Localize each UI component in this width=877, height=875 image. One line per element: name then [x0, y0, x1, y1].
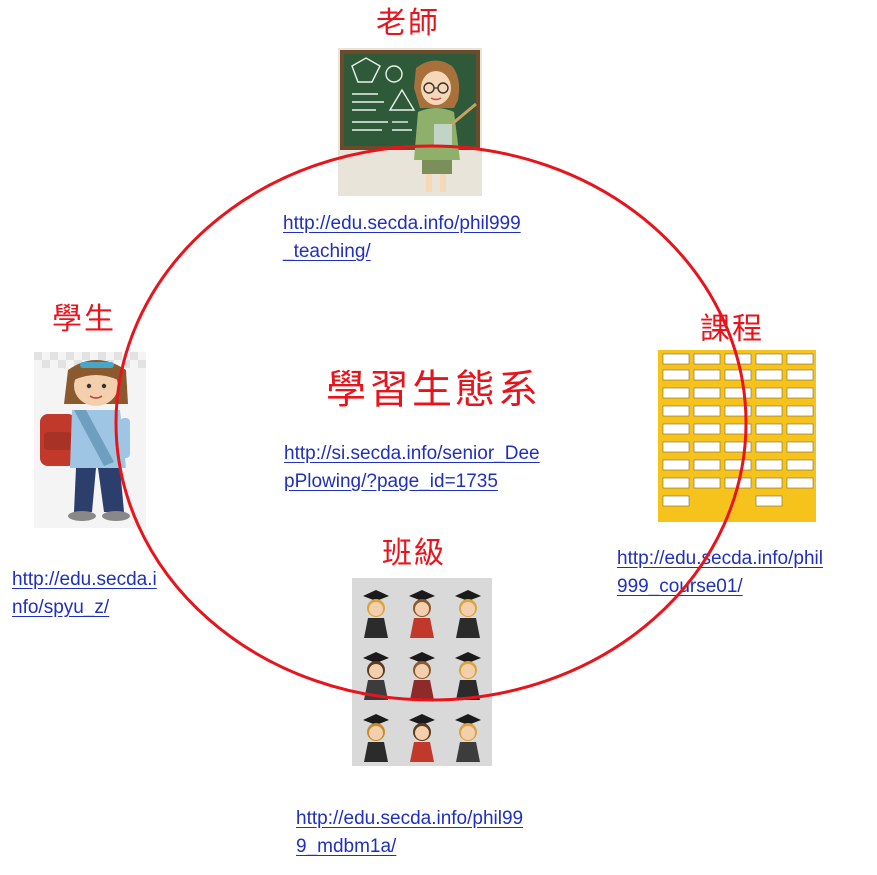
course-cell [786, 477, 814, 489]
course-cell [755, 387, 783, 399]
graduate-figure [363, 590, 389, 638]
teacher-link-line1: http://edu.secda.info/phil999 [283, 213, 521, 234]
course-cell [724, 387, 752, 399]
course-cell [662, 423, 690, 435]
course-cell [724, 369, 752, 381]
course-cell [724, 353, 752, 365]
center-link-line1: http://si.secda.info/senior_Dee [284, 443, 540, 464]
course-cell [786, 369, 814, 381]
course-cell [662, 495, 690, 507]
course-cell [662, 353, 690, 365]
course-cell [786, 387, 814, 399]
course-cell [786, 441, 814, 453]
course-label: 課程 [700, 312, 764, 347]
course-cell [662, 477, 690, 489]
teacher-label: 老師 [376, 6, 440, 41]
course-cell [693, 353, 721, 365]
student-link-line1: http://edu.secda.i [12, 569, 157, 590]
class-link[interactable]: http://edu.secda.info/phil99 9_mdbm1a/ [296, 805, 523, 861]
course-cell [755, 423, 783, 435]
course-cell [786, 423, 814, 435]
course-cell [693, 405, 721, 417]
class-link-line1: http://edu.secda.info/phil99 [296, 808, 524, 829]
course-cell [786, 459, 814, 471]
course-link-line1: http://edu.secda.info/phil [617, 548, 823, 569]
course-cell [755, 369, 783, 381]
course-cell [662, 369, 690, 381]
class-label: 班級 [382, 536, 446, 571]
graduate-figure [409, 652, 435, 700]
graduate-figure [455, 590, 481, 638]
course-cell [724, 477, 752, 489]
course-cell [693, 369, 721, 381]
course-cell [786, 353, 814, 365]
course-cell [693, 459, 721, 471]
course-cell [724, 441, 752, 453]
course-cell [755, 441, 783, 453]
course-cell [755, 405, 783, 417]
course-cell [693, 387, 721, 399]
course-cell [662, 441, 690, 453]
student-label: 學生 [52, 302, 116, 337]
course-cell [662, 387, 690, 399]
center-title: 學習生態系 [326, 367, 541, 413]
course-cell [693, 423, 721, 435]
course-cell [662, 459, 690, 471]
course-cell [693, 477, 721, 489]
graduate-figure [455, 714, 481, 762]
course-cell [724, 405, 752, 417]
course-link[interactable]: http://edu.secda.info/phil 999_course01/ [617, 545, 823, 601]
graduate-figure [363, 714, 389, 762]
teacher-link[interactable]: http://edu.secda.info/phil999 _teaching/ [283, 210, 521, 266]
course-cell [693, 441, 721, 453]
course-cell [755, 477, 783, 489]
student-link-line2: nfo/spyu_z/ [12, 597, 110, 618]
course-cell [662, 405, 690, 417]
center-link-line2: pPlowing/?page_id=1735 [284, 471, 498, 492]
course-cell [755, 495, 783, 507]
class-link-line2: 9_mdbm1a/ [296, 836, 397, 857]
student-link[interactable]: http://edu.secda.i nfo/spyu_z/ [12, 566, 157, 622]
center-link[interactable]: http://si.secda.info/senior_Dee pPlowing… [284, 440, 540, 496]
graduate-figure [363, 652, 389, 700]
graduate-figure [409, 590, 435, 638]
course-cell [724, 459, 752, 471]
course-cell [755, 459, 783, 471]
course-cell [724, 423, 752, 435]
course-link-line2: 999_course01/ [617, 576, 743, 597]
course-cell [755, 353, 783, 365]
course-cell [786, 405, 814, 417]
teacher-link-line2: _teaching/ [283, 241, 371, 262]
graduate-figure [409, 714, 435, 762]
graduate-figure [455, 652, 481, 700]
